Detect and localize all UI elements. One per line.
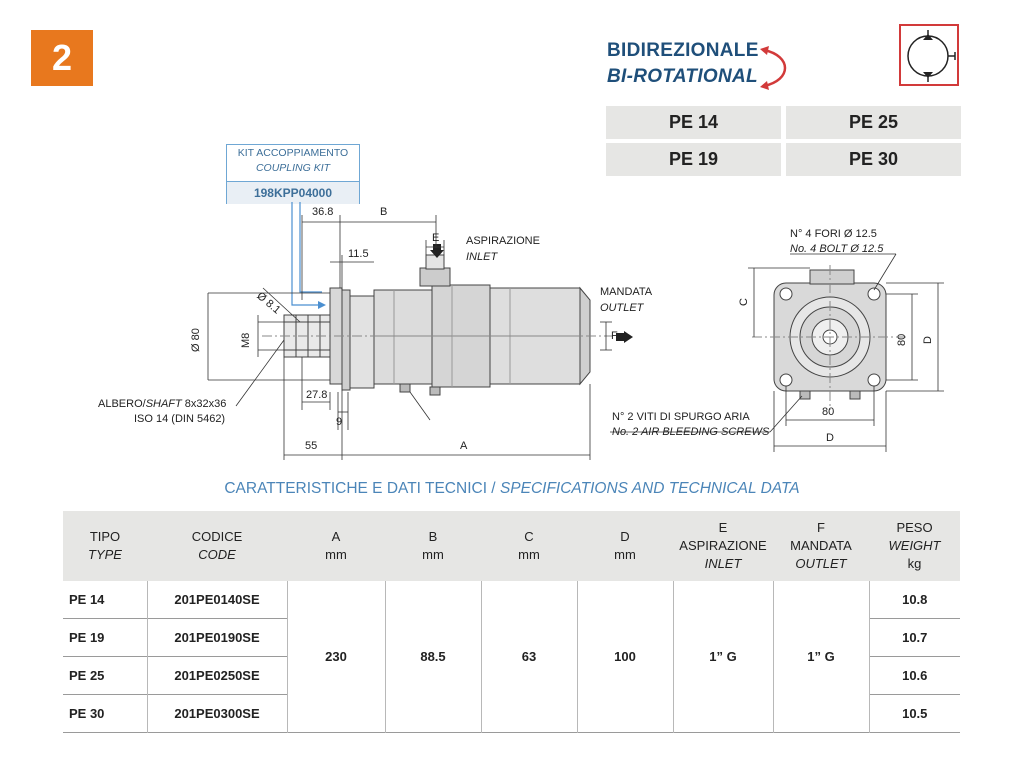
dim-phi-80: Ø 80 [190, 328, 202, 352]
shaft-label: ALBERO/SHAFT 8x32x36 [98, 398, 226, 410]
rotation-title-en: BI-ROTATIONAL [607, 66, 758, 87]
dim-27-8: 27.8 [306, 389, 328, 401]
coupling-kit-title-en: COUPLING KIT [255, 162, 331, 174]
coupling-kit-box: KIT ACCOPPIAMENTO COUPLING KIT 198KPP040… [226, 144, 360, 204]
screws-label-it: N° 2 VITI DI SPURGO ARIA [612, 411, 750, 423]
rotation-arrow-icon [760, 46, 787, 90]
bidirectional-pump-symbol-icon [899, 24, 959, 86]
holes-label-it: N° 4 FORI Ø 12.5 [790, 228, 877, 240]
dim-55: 55 [305, 440, 318, 452]
cell-code: 201PE0190SE [146, 618, 287, 657]
cell-code: 201PE0140SE [146, 581, 287, 619]
model-cell: PE 19 [606, 143, 781, 176]
dim-f: F [611, 330, 618, 342]
table-row: PE 14 201PE0140SE 230 88.5 63 100 1” G 1… [63, 581, 960, 733]
specs-heading: CARATTERISTICHE E DATI TECNICI / SPECIFI… [0, 480, 1024, 498]
model-cell: PE 14 [606, 106, 781, 139]
dim-m8: M8 [240, 332, 252, 348]
dim-36-8: 36.8 [312, 206, 334, 218]
dim-b: B [380, 206, 388, 218]
outlet-label-it: MANDATA [600, 286, 653, 298]
shaft-spec: 8x32x36 [181, 398, 227, 410]
page-number-badge: 2 [31, 30, 93, 86]
inlet-label-it: ASPIRAZIONE [466, 235, 540, 247]
cell-e: 1” G [672, 581, 773, 733]
dim-9: 9 [336, 416, 343, 428]
cell-weight: 10.7 [868, 618, 960, 657]
cell-b: 88.5 [384, 581, 481, 733]
dim-e: E [432, 232, 440, 244]
cell-a: 230 [286, 581, 385, 733]
dim-a: A [460, 440, 468, 452]
screws-label-en: No. 2 AIR BLEEDING SCREWS [612, 426, 770, 438]
cell-f: 1” G [772, 581, 869, 733]
cell-type: PE 25 [69, 668, 105, 683]
dim-80-vertical: 80 [896, 333, 908, 346]
specs-heading-en: SPECIFICATIONS AND TECHNICAL DATA [499, 480, 800, 497]
cell-type: PE 14 [69, 592, 105, 607]
cell-c: 63 [480, 581, 577, 733]
outlet-label-en: OUTLET [600, 302, 644, 314]
cell-type: PE 19 [69, 630, 105, 645]
dim-c: C [738, 298, 750, 306]
dim-d-vertical: D [922, 336, 934, 344]
holes-label-en: No. 4 BOLT Ø 12.5 [790, 243, 884, 255]
cell-d: 100 [576, 581, 673, 733]
shaft-label-en: SHAFT [145, 398, 182, 410]
cell-code: 201PE0300SE [146, 694, 287, 733]
dim-11-5: 11.5 [348, 248, 369, 260]
cell-code: 201PE0250SE [146, 656, 287, 695]
cell-weight: 10.8 [868, 581, 960, 619]
shaft-iso: ISO 14 (DIN 5462) [134, 413, 226, 425]
model-cell: PE 25 [786, 106, 961, 139]
model-cell: PE 30 [786, 143, 961, 176]
cell-type: PE 30 [69, 706, 105, 721]
coupling-kit-title-it: KIT ACCOPPIAMENTO [237, 147, 349, 159]
specs-heading-it: CARATTERISTICHE E DATI TECNICI / [224, 480, 500, 497]
dim-d-horizontal: D [826, 432, 834, 444]
rotation-title-it: BIDIREZIONALE [607, 40, 759, 61]
cell-weight: 10.6 [868, 656, 960, 695]
technical-drawing [207, 202, 944, 460]
coupling-kit-code: 198KPP04000 [227, 181, 359, 204]
cell-weight: 10.5 [868, 694, 960, 733]
dim-80-horizontal: 80 [822, 406, 835, 418]
inlet-label-en: INLET [466, 251, 498, 263]
shaft-label-it: ALBERO/ [98, 398, 146, 410]
